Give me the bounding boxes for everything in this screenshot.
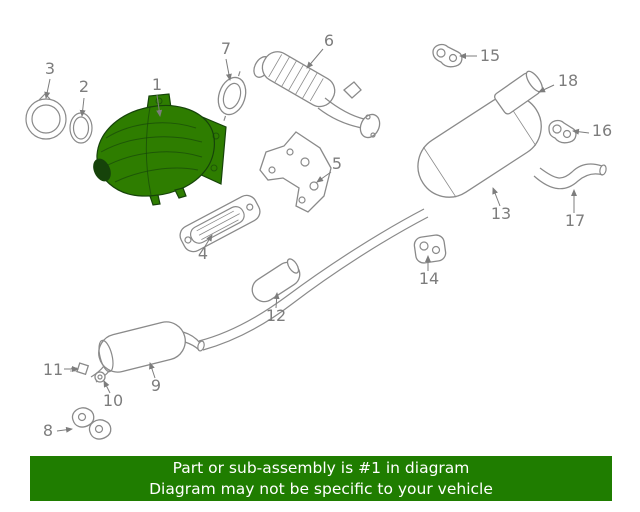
callout-line-8 — [56, 426, 73, 433]
callout-line-9 — [149, 362, 156, 379]
part-4-heat-shield[interactable] — [177, 192, 264, 255]
callout-line-5 — [316, 171, 332, 183]
callout-lines — [44, 48, 590, 433]
callout-18[interactable]: 18 — [558, 71, 578, 90]
callout-17[interactable]: 17 — [565, 211, 585, 230]
banner-line-1: Part or sub-assembly is #1 in diagram — [172, 458, 470, 477]
part-15-hanger[interactable] — [432, 43, 463, 68]
callout-line-13 — [492, 187, 501, 207]
callout-7[interactable]: 7 — [221, 39, 231, 58]
banner-line-2: Diagram may not be specific to your vehi… — [149, 479, 493, 498]
callout-16[interactable]: 16 — [592, 121, 612, 140]
part-6-front-pipe[interactable] — [251, 47, 384, 141]
part-13-rear-muffler[interactable] — [406, 84, 553, 210]
part-14-hanger[interactable] — [413, 234, 447, 264]
callout-15[interactable]: 15 — [480, 46, 500, 65]
callout-labels: 1 2 3 4 5 6 7 8 9 10 11 12 13 14 15 16 1… — [43, 31, 612, 440]
callout-9[interactable]: 9 — [151, 376, 161, 395]
part-3-clamp[interactable] — [25, 93, 67, 140]
callout-13[interactable]: 13 — [491, 204, 511, 223]
callout-11[interactable]: 11 — [43, 360, 63, 379]
callout-12[interactable]: 12 — [266, 306, 286, 325]
callout-line-10 — [103, 380, 111, 394]
callout-line-7 — [225, 58, 232, 81]
callout-14[interactable]: 14 — [419, 269, 439, 288]
callout-line-4 — [203, 234, 213, 249]
parts-diagram: 1 2 3 4 5 6 7 8 9 10 11 12 13 14 15 16 1… — [25, 31, 612, 440]
callout-1[interactable]: 1 — [152, 75, 162, 94]
part-10-nut[interactable] — [94, 371, 106, 383]
callout-line-16 — [572, 128, 590, 135]
callout-4[interactable]: 4 — [198, 244, 208, 263]
diagram-note-banner: Part or sub-assembly is #1 in diagram Di… — [30, 456, 612, 501]
part-7-gasket[interactable] — [212, 67, 253, 124]
part-5-bracket[interactable] — [259, 131, 332, 213]
callout-2[interactable]: 2 — [79, 77, 89, 96]
callout-6[interactable]: 6 — [324, 31, 334, 50]
part-2-gasket-ring[interactable] — [69, 112, 93, 144]
callout-line-2 — [79, 97, 86, 117]
callout-line-6 — [306, 48, 324, 69]
part-1-catalytic-converter[interactable] — [90, 93, 227, 206]
callout-3[interactable]: 3 — [45, 59, 55, 78]
callout-line-3 — [44, 78, 51, 99]
callout-8[interactable]: 8 — [43, 421, 53, 440]
callout-line-12 — [273, 292, 280, 309]
part-8-hangers[interactable] — [71, 407, 112, 440]
part-9-front-muffler[interactable] — [90, 318, 201, 383]
part-18-exhaust-tip[interactable] — [493, 69, 545, 116]
part-17-tailpipe[interactable] — [533, 163, 607, 190]
callout-5[interactable]: 5 — [332, 154, 342, 173]
callout-line-18 — [538, 84, 555, 93]
part-16-hanger[interactable] — [548, 119, 577, 144]
part-12-center-pipe[interactable] — [197, 208, 429, 352]
callout-10[interactable]: 10 — [103, 391, 123, 410]
callout-line-1 — [156, 94, 163, 117]
